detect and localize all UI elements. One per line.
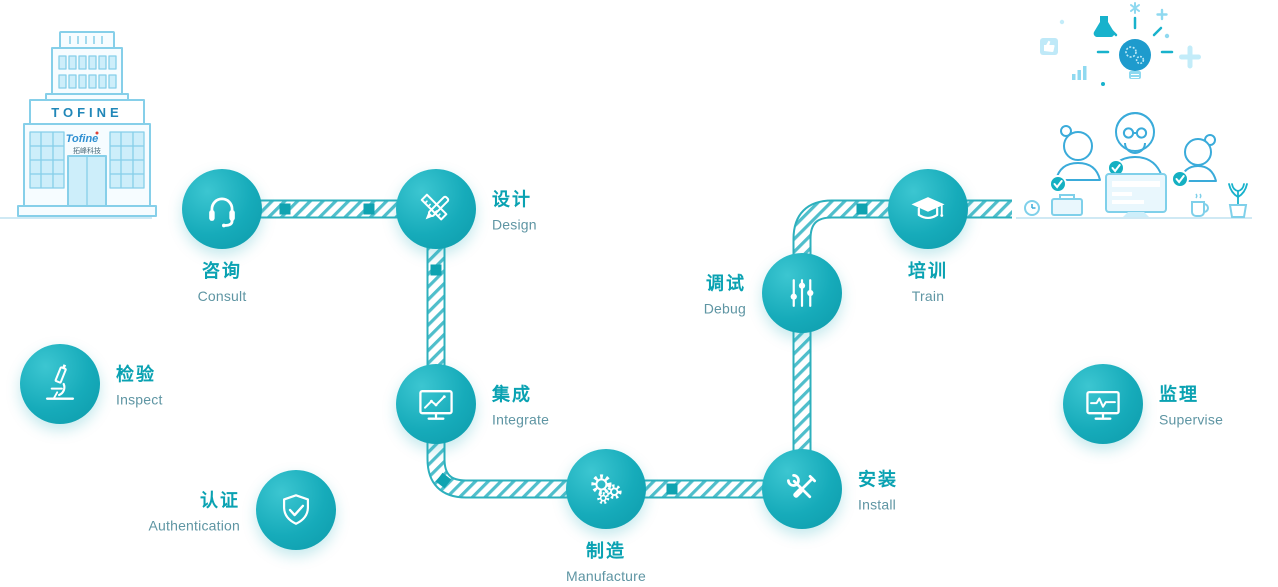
shield-check-icon xyxy=(282,494,310,525)
step-label-en: Train xyxy=(911,288,945,304)
road-edge xyxy=(222,199,1012,499)
briefcase-icon xyxy=(1051,194,1083,216)
clock-icon xyxy=(1024,200,1040,216)
svg-text:拓峰科技: 拓峰科技 xyxy=(73,146,101,155)
step-label-en: Design xyxy=(492,216,537,233)
thumbs-up-icon xyxy=(1040,38,1058,55)
building-sign: TOFINE xyxy=(51,105,122,120)
debug-circle xyxy=(762,253,842,333)
tools-icon xyxy=(787,474,817,499)
coffee-cup-icon xyxy=(1191,193,1209,217)
design-tools-icon xyxy=(420,193,450,221)
graduation-cap-icon xyxy=(911,197,945,220)
building-logo: Tofine 拓峰科技 xyxy=(66,131,101,155)
step-label-zh: 监理 xyxy=(1159,384,1199,405)
person-left xyxy=(1055,125,1101,181)
design-circle xyxy=(396,169,476,249)
extra-authentication: 认证 Authentication xyxy=(148,470,336,550)
inspect-circle xyxy=(20,344,100,424)
flask-icon xyxy=(1093,16,1115,37)
road-surface xyxy=(222,201,1012,497)
step-label-en: Consult xyxy=(197,288,247,304)
extra-inspect: 检验 Inspect xyxy=(20,344,162,424)
extra-supervise: 监理 Supervise xyxy=(1063,364,1223,444)
step-consult: 咨询 Consult xyxy=(182,169,262,304)
lightbulb-icon xyxy=(1119,39,1151,79)
sparkle-icon xyxy=(1130,2,1140,14)
step-label-zh: 检验 xyxy=(116,364,156,385)
manufacture-circle xyxy=(566,449,646,529)
step-integrate: 集成 Integrate xyxy=(396,364,549,444)
microscope-icon xyxy=(45,364,75,400)
step-design: 设计 Design xyxy=(396,169,537,249)
step-label-zh: 制造 xyxy=(586,541,626,561)
monitor-illustration xyxy=(1105,173,1167,217)
step-label-zh: 咨询 xyxy=(202,261,242,281)
step-manufacture: 制造 Manufacture xyxy=(566,449,646,584)
monitor-chart-icon xyxy=(419,390,453,420)
dot-icon xyxy=(1101,82,1105,86)
supervise-circle xyxy=(1063,364,1143,444)
step-label-en: Inspect xyxy=(116,391,163,408)
step-label-en: Debug xyxy=(703,300,746,317)
step-label-zh: 认证 xyxy=(200,490,240,511)
bar-chart-icon xyxy=(1072,66,1087,80)
step-label-zh: 安装 xyxy=(858,469,898,490)
team-illustration xyxy=(1024,2,1248,218)
path-markers xyxy=(279,203,868,495)
check-badge-icon xyxy=(1049,159,1189,193)
step-train: 培训 Train xyxy=(888,169,968,304)
install-circle xyxy=(762,449,842,529)
consult-circle xyxy=(182,169,262,249)
train-circle xyxy=(888,169,968,249)
headset-icon xyxy=(209,197,235,228)
step-label-zh: 调试 xyxy=(706,273,746,294)
gears-icon xyxy=(591,474,622,505)
authentication-circle xyxy=(256,470,336,550)
step-label-en: Install xyxy=(858,496,896,513)
company-building-illustration: TOFINE Tofine 拓峰科技 xyxy=(17,31,157,217)
dot-icon xyxy=(1059,19,1065,25)
step-label-zh: 设计 xyxy=(492,189,532,210)
svg-text:Tofine: Tofine xyxy=(66,133,99,145)
dot-icon xyxy=(1164,33,1170,39)
step-label-en: Integrate xyxy=(492,411,550,428)
plus-icon-small xyxy=(1156,8,1168,21)
step-label-en: Manufacture xyxy=(565,568,647,584)
step-label-zh: 培训 xyxy=(908,261,948,281)
monitor-pulse-icon xyxy=(1086,390,1120,420)
integrate-circle xyxy=(396,364,476,444)
plus-icon-large xyxy=(1179,45,1201,69)
step-debug: 调试 Debug xyxy=(704,253,842,333)
step-install: 安装 Install xyxy=(762,449,896,529)
step-label-zh: 集成 xyxy=(492,384,532,405)
sliders-icon xyxy=(790,279,814,307)
plant-icon xyxy=(1228,183,1248,218)
step-label-en: Authentication xyxy=(148,517,240,534)
step-label-en: Supervise xyxy=(1159,411,1224,428)
